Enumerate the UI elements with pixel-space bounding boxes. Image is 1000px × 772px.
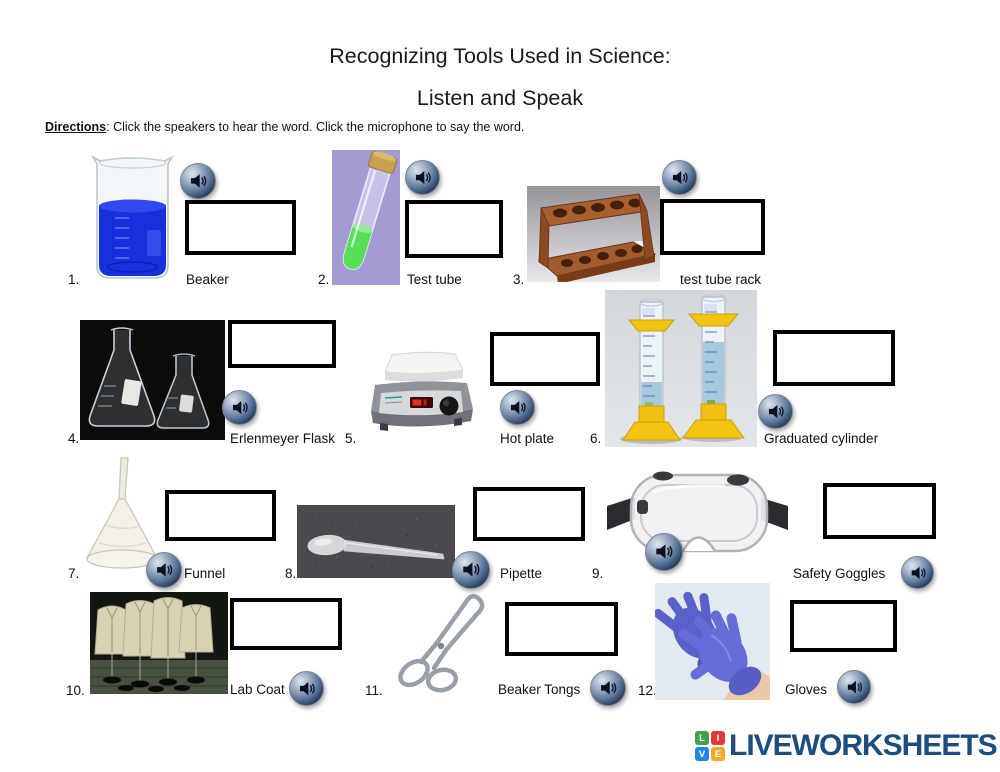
item-number: 6.: [590, 431, 602, 446]
beaker-tongs-photo: [388, 588, 492, 693]
logo-square: I: [711, 731, 725, 745]
logo-text: LIVEWORKSHEETS: [729, 729, 998, 762]
item-number: 7.: [68, 566, 80, 581]
speaker-icon: [229, 397, 250, 418]
speaker-button[interactable]: [645, 533, 683, 571]
answer-box[interactable]: [490, 332, 600, 386]
answer-box[interactable]: [405, 200, 503, 258]
directions-text: Directions: Click the speakers to hear t…: [45, 120, 524, 134]
answer-box[interactable]: [790, 600, 897, 652]
page-title-line1: Recognizing Tools Used in Science:: [329, 44, 671, 68]
item-label: Pipette: [500, 566, 543, 581]
item-label: Safety Goggles: [793, 566, 886, 581]
item-label: Test tube: [407, 272, 462, 287]
speaker-button[interactable]: [222, 390, 257, 425]
item-label: test tube rack: [680, 272, 762, 287]
item-label: Gloves: [785, 682, 828, 697]
item-number: 2.: [318, 272, 330, 287]
directions-label: Directions: [45, 120, 107, 134]
answer-box[interactable]: [165, 490, 276, 541]
item-label: Graduated cylinder: [764, 431, 879, 446]
liveworksheets-logo[interactable]: L I V E LIVEWORKSHEETS: [695, 729, 998, 763]
page-title-line2: Listen and Speak: [416, 86, 584, 110]
item-label: Beaker: [186, 272, 229, 287]
answer-box[interactable]: [473, 487, 585, 541]
item-label: Hot plate: [500, 431, 555, 446]
hot-plate-photo: [362, 345, 480, 437]
speaker-icon: [765, 401, 786, 422]
speaker-button[interactable]: [590, 670, 626, 706]
speaker-icon: [153, 559, 175, 581]
speaker-icon: [296, 678, 317, 699]
speaker-button[interactable]: [500, 390, 535, 425]
item-number: 1.: [68, 272, 80, 287]
test-tube-rack-photo: [527, 186, 660, 282]
item-label: Funnel: [184, 566, 226, 581]
item-label: Beaker Tongs: [498, 682, 581, 697]
answer-box[interactable]: [505, 602, 618, 656]
speaker-icon: [459, 558, 482, 581]
erlenmeyer-flask-photo: [80, 320, 225, 440]
speaker-icon: [669, 167, 690, 188]
item-number: 4.: [68, 431, 80, 446]
item-number: 10.: [66, 683, 85, 698]
answer-box[interactable]: [660, 199, 765, 255]
speaker-button[interactable]: [758, 394, 793, 429]
liveworksheets-logo-icon: L I V E: [695, 731, 725, 761]
item-number: 8.: [285, 566, 297, 581]
item-label: Erlenmeyer Flask: [230, 431, 336, 446]
answer-box[interactable]: [230, 598, 342, 650]
speaker-button[interactable]: [837, 670, 871, 704]
item-label: Lab Coat: [230, 682, 285, 697]
logo-square: E: [711, 747, 725, 761]
speaker-icon: [844, 677, 864, 697]
logo-square: V: [695, 747, 709, 761]
logo-square: L: [695, 731, 709, 745]
speaker-button[interactable]: [180, 163, 216, 199]
answer-box[interactable]: [185, 200, 296, 255]
directions-body: : Click the speakers to hear the word. C…: [106, 120, 525, 134]
test-tube-photo: [332, 150, 400, 285]
answer-box[interactable]: [823, 483, 936, 539]
item-number: 11.: [365, 683, 383, 698]
beaker-photo: [85, 150, 180, 285]
speaker-button[interactable]: [662, 160, 697, 195]
speaker-button[interactable]: [452, 551, 490, 589]
answer-box[interactable]: [773, 330, 895, 386]
speaker-icon: [597, 677, 619, 699]
speaker-icon: [652, 540, 675, 563]
speaker-button[interactable]: [901, 556, 934, 589]
item-number: 3.: [513, 272, 525, 287]
item-number: 12.: [638, 683, 657, 698]
speaker-icon: [507, 397, 528, 418]
speaker-button[interactable]: [146, 552, 182, 588]
safety-goggles-photo: [605, 455, 790, 572]
speaker-button[interactable]: [289, 671, 324, 706]
item-number: 5.: [345, 431, 357, 446]
gloves-photo: [655, 583, 770, 700]
speaker-icon: [908, 563, 928, 583]
pipette-photo: [297, 505, 455, 578]
lab-coat-photo: [90, 592, 228, 694]
speaker-button[interactable]: [405, 160, 440, 195]
speaker-icon: [412, 167, 433, 188]
answer-box[interactable]: [228, 320, 336, 368]
graduated-cylinder-photo: [605, 290, 757, 447]
item-number: 9.: [592, 566, 604, 581]
speaker-icon: [187, 170, 209, 192]
